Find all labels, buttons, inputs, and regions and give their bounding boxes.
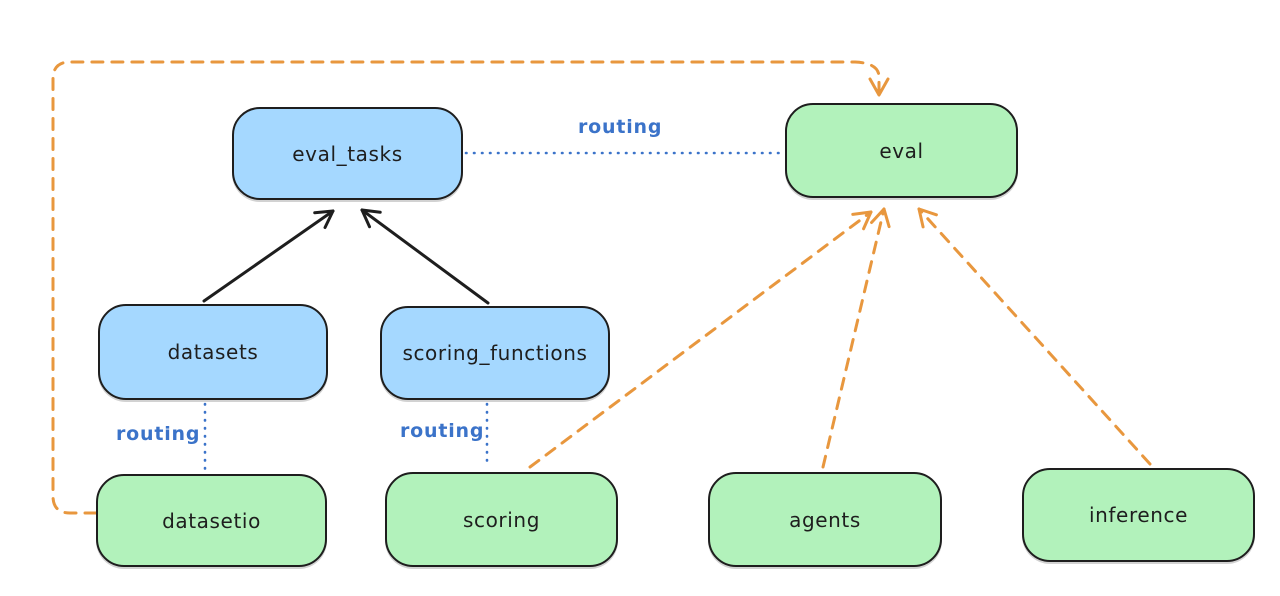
edge-datasetio-to-eval [51,60,890,515]
edge-scoring-to-eval [528,210,873,469]
node-eval-label: eval [879,138,924,163]
edge-agents-to-eval [821,207,891,469]
node-scoring-functions: scoring_functions [380,306,610,400]
node-scoring: scoring [385,472,618,567]
node-agents: agents [708,472,942,567]
node-agents-label: agents [789,507,861,532]
edge-inference-to-eval [917,207,1152,466]
edge-label-routing-top: routing [578,116,663,138]
node-datasets: datasets [98,304,328,400]
node-eval-tasks-label: eval_tasks [292,141,403,166]
node-eval-tasks: eval_tasks [232,107,463,200]
edge-scoring-functions-to-eval-tasks [360,208,490,305]
edge-label-routing-datasets: routing [116,423,201,445]
edge-datasets-to-eval-tasks [202,209,335,303]
node-datasetio-label: datasetio [162,508,261,533]
node-datasetio: datasetio [96,474,327,567]
node-inference-label: inference [1088,503,1189,527]
edge-label-routing-scoring: routing [400,420,485,442]
node-scoring-label: scoring [462,507,540,532]
node-eval: eval [785,103,1018,198]
node-datasets-label: datasets [167,340,259,364]
node-inference: inference [1022,468,1255,562]
node-scoring-functions-label: scoring_functions [402,341,588,365]
